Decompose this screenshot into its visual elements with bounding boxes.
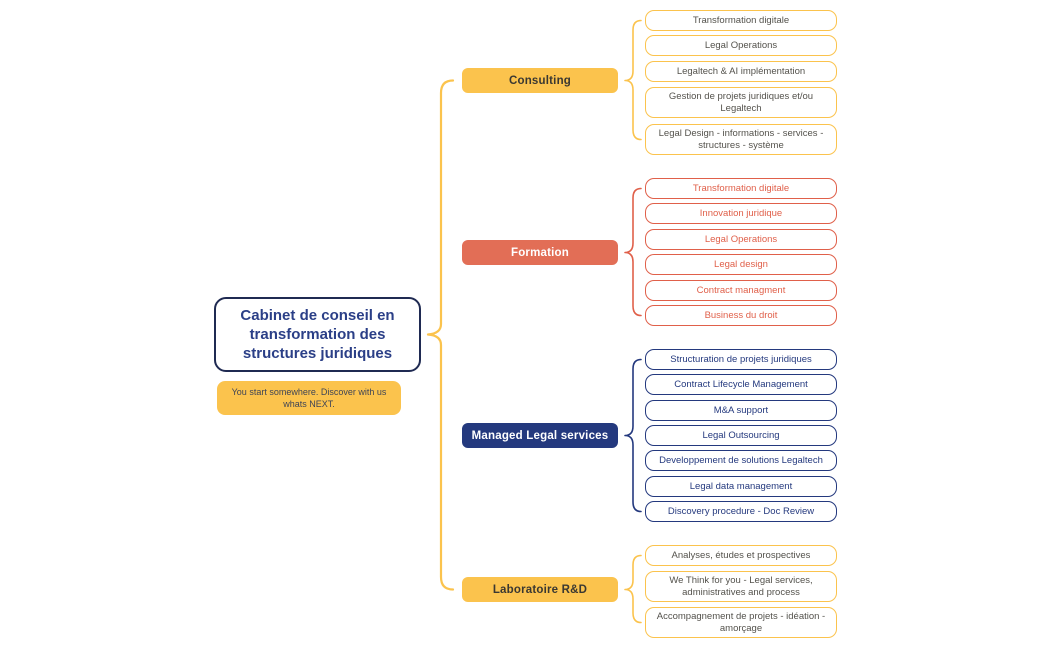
branch-formation[interactable]: Formation: [462, 240, 618, 265]
formation-child-node[interactable]: Business du droit: [645, 305, 837, 326]
formation-child-node[interactable]: Contract managment: [645, 280, 837, 301]
managed-child-node[interactable]: Structuration de projets juridiques: [645, 349, 837, 370]
consulting-child-node[interactable]: Legal Design - informations - services -…: [645, 124, 837, 155]
formation-child-node[interactable]: Innovation juridique: [645, 203, 837, 224]
consulting-children-brace: [624, 19, 642, 141]
formation-child-node[interactable]: Legal design: [645, 254, 837, 275]
root-branches-brace: [426, 79, 455, 591]
laboratoire-child-node[interactable]: Analyses, études et prospectives: [645, 545, 837, 566]
consulting-child-node[interactable]: Legaltech & AI implémentation: [645, 61, 837, 82]
consulting-child-node[interactable]: Transformation digitale: [645, 10, 837, 31]
managed-child-node[interactable]: Discovery procedure - Doc Review: [645, 501, 837, 522]
managed-child-node[interactable]: Developpement de solutions Legaltech: [645, 450, 837, 471]
branch-managed-legal-services[interactable]: Managed Legal services: [462, 423, 618, 448]
consulting-child-node[interactable]: Gestion de projets juridiques et/ou Lega…: [645, 87, 837, 118]
formation-child-node[interactable]: Legal Operations: [645, 229, 837, 250]
laboratoire-child-node[interactable]: We Think for you - Legal services, admin…: [645, 571, 837, 602]
formation-child-node[interactable]: Transformation digitale: [645, 178, 837, 199]
branch-consulting[interactable]: Consulting: [462, 68, 618, 93]
managed-child-node[interactable]: M&A support: [645, 400, 837, 421]
managed-children-brace: [624, 358, 642, 513]
laboratoire-children-brace: [624, 554, 642, 624]
formation-children-brace: [624, 187, 642, 317]
consulting-child-node[interactable]: Legal Operations: [645, 35, 837, 56]
root-node[interactable]: Cabinet de conseil en transformation des…: [214, 297, 421, 372]
managed-child-node[interactable]: Contract Lifecycle Management: [645, 374, 837, 395]
managed-child-node[interactable]: Legal Outsourcing: [645, 425, 837, 446]
branch-laboratoire-rd[interactable]: Laboratoire R&D: [462, 577, 618, 602]
root-note[interactable]: You start somewhere. Discover with us wh…: [217, 381, 401, 415]
laboratoire-child-node[interactable]: Accompagnement de projets - idéation - a…: [645, 607, 837, 638]
managed-child-node[interactable]: Legal data management: [645, 476, 837, 497]
